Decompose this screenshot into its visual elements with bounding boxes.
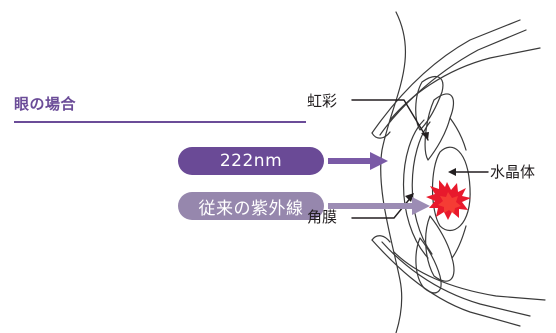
eyelid-outline: [380, 11, 407, 333]
conventional-uv-pill: 従来の紫外線: [178, 192, 324, 220]
cornea-outline: [403, 119, 429, 259]
iris-upper-2: [415, 75, 444, 131]
arrow-right-icon: [328, 152, 388, 170]
zonule-upper: [449, 117, 467, 151]
lower-lid-layer-1: [371, 239, 521, 327]
iris-lower-2: [415, 237, 442, 294]
iris-lower: [425, 215, 455, 282]
diagram-title: 眼の場合: [14, 95, 77, 113]
iris-leader: [351, 99, 429, 141]
upper-lid-layer-1: [371, 19, 521, 134]
lower-lid-layer-2: [381, 241, 531, 317]
arrow-right-icon: [328, 197, 430, 215]
cornea-label: 角膜: [307, 208, 338, 226]
lens-leader-arrowhead: [448, 168, 456, 176]
uv222-pill: 222nm: [178, 147, 324, 175]
cornea-leader-arrowhead: [405, 193, 414, 202]
zonule-lower: [451, 225, 467, 259]
title-underline: [14, 121, 306, 123]
lower-lid-layer-3: [393, 251, 546, 301]
lower-lid-tip: [371, 235, 391, 243]
upper-lid-tip: [371, 131, 391, 139]
cornea-inner: [411, 121, 433, 255]
iris-label: 虹彩: [307, 92, 338, 110]
iris-leader-arrowhead: [421, 132, 429, 140]
burst-icon: [426, 180, 471, 220]
lens-label: 水晶体: [490, 163, 536, 181]
upper-lid-layer-3: [389, 47, 541, 121]
iris-upper: [424, 93, 455, 161]
upper-lid-layer-2: [379, 29, 527, 136]
